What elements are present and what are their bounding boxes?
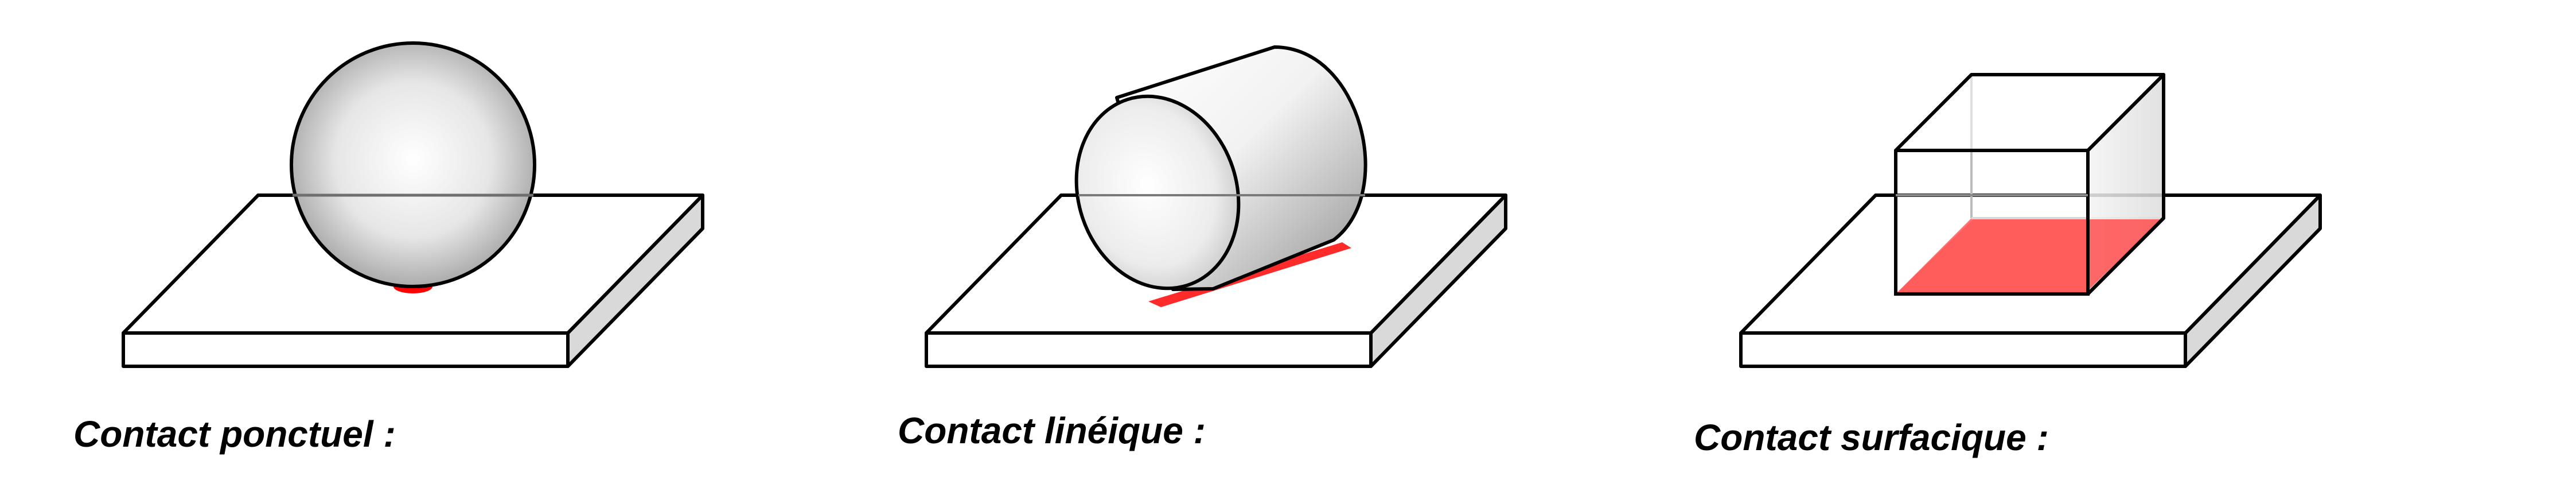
caption-line-contact: Contact linéique : [898, 410, 1206, 451]
point-contact-figure: Contact ponctuel : [73, 41, 704, 455]
caption-point-contact: Contact ponctuel : [73, 413, 396, 455]
cube-front-outline [1894, 150, 2090, 296]
cube-right-bottom-edge [2086, 216, 2165, 296]
line-contact-figure: Contact linéique : [898, 45, 1507, 451]
caption-surface-contact: Contact surfacique : [1694, 417, 2049, 458]
surface-contact-figure: Contact surfacique : [1694, 73, 2322, 458]
plate-2-front [925, 331, 1373, 368]
sphere [290, 41, 536, 288]
cylinder-end-cap [1074, 94, 1241, 291]
plate-3-front [1739, 331, 2187, 368]
contact-area-front-tint [1897, 219, 2161, 292]
plate-1-front [122, 331, 570, 368]
